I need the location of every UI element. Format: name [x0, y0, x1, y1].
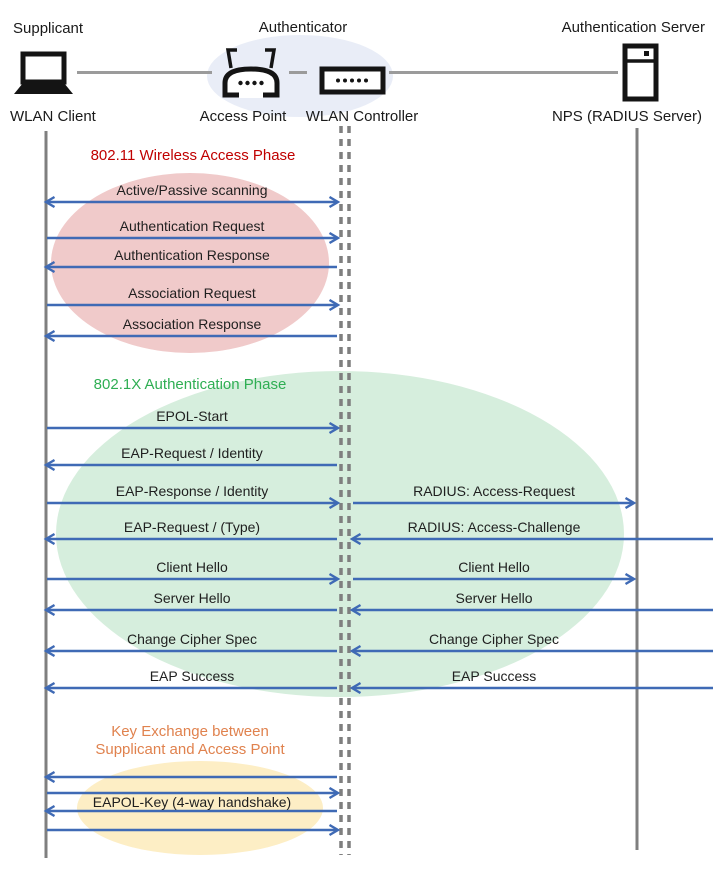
wlan-controller-label: WLAN Controller — [306, 108, 419, 125]
message-label-radius-access-request: RADIUS: Access-Request — [413, 483, 575, 499]
nps-radius-server-label: NPS (RADIUS Server) — [552, 108, 702, 125]
server-role-label: Authentication Server — [562, 19, 705, 36]
access-point-icon — [222, 48, 280, 98]
message-label-server-hello: Server Hello — [455, 590, 532, 606]
phase1-title: 802.11 Wireless Access Phase — [91, 147, 296, 164]
phase3-title-line2: Supplicant and Access Point — [95, 741, 285, 758]
message-label-association-response: Association Response — [123, 316, 262, 332]
message-label-change-cipher-spec: Change Cipher Spec — [127, 631, 257, 647]
message-label-radius-access-challenge: RADIUS: Access-Challenge — [408, 519, 581, 535]
message-label-eap-request-type: EAP-Request / (Type) — [124, 519, 260, 535]
supplicant-role-label: Supplicant — [13, 20, 84, 37]
phase2-title: 802.1X Authentication Phase — [94, 376, 287, 393]
message-label-eap-success: EAP Success — [452, 668, 537, 684]
message-label-eapol-key-4-way-handshake: EAPOL-Key (4-way handshake) — [93, 794, 291, 810]
phase1-wireless-access-ellipse — [51, 173, 329, 353]
message-label-server-hello: Server Hello — [153, 590, 230, 606]
message-label-eap-response-identity: EAP-Response / Identity — [116, 483, 269, 499]
message-label-epol-start: EPOL-Start — [156, 408, 228, 424]
phase3-title-line1: Key Exchange between — [111, 723, 269, 740]
message-label-eap-success: EAP Success — [150, 668, 235, 684]
phase3-key-exchange-ellipse — [77, 761, 323, 855]
message-label-eap-request-identity: EAP-Request / Identity — [121, 445, 263, 461]
message-label-client-hello: Client Hello — [156, 559, 228, 575]
message-label-authentication-request: Authentication Request — [120, 218, 265, 234]
wlan-client-label: WLAN Client — [10, 108, 97, 125]
message-label-active-passive-scanning: Active/Passive scanning — [117, 182, 268, 198]
message-label-client-hello: Client Hello — [458, 559, 530, 575]
message-label-association-request: Association Request — [128, 285, 256, 301]
access-point-label: Access Point — [200, 108, 288, 125]
authenticator-role-label: Authenticator — [259, 19, 347, 36]
laptop-icon — [14, 51, 73, 94]
wlan-controller-icon — [319, 66, 386, 95]
message-label-change-cipher-spec: Change Cipher Spec — [429, 631, 559, 647]
server-icon — [622, 43, 659, 102]
message-label-authentication-response: Authentication Response — [114, 247, 270, 263]
